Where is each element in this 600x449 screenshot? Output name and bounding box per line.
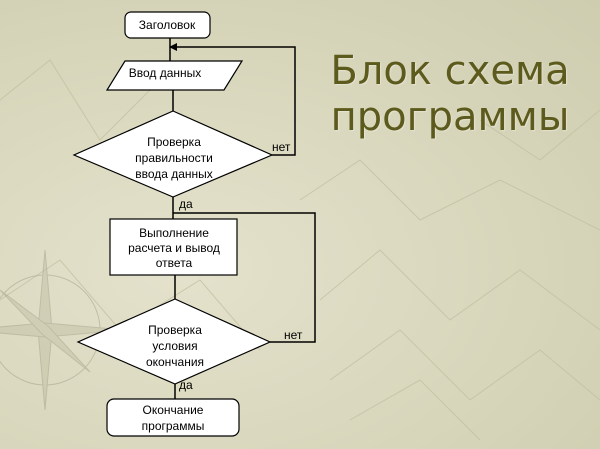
no-label-2: нет xyxy=(284,328,303,342)
connectors xyxy=(169,38,316,399)
decision1-line-2: правильности xyxy=(135,151,213,165)
decision-end-condition: Проверка условия окончания xyxy=(76,298,272,385)
decision1-line-1: Проверка xyxy=(147,135,201,149)
yes-label-2: да xyxy=(179,378,193,392)
process-line-1: Выполнение xyxy=(139,226,209,240)
end-line-1: Окончание xyxy=(143,403,204,417)
title-line-1: Блок схема xyxy=(330,48,570,94)
slide-title: Блок схема программы xyxy=(300,48,600,140)
end-block: Окончание программы xyxy=(106,398,240,437)
process-line-3: ответа xyxy=(156,256,193,270)
connector-loop-no-1 xyxy=(169,43,296,156)
decision2-line-2: условия xyxy=(152,339,197,353)
input-label: Ввод данных xyxy=(129,66,202,80)
yes-label-1: да xyxy=(179,197,193,211)
process-line-2: расчета и вывод xyxy=(128,241,220,255)
decision2-line-3: окончания xyxy=(146,355,204,369)
connector-loop-no-2 xyxy=(173,212,316,343)
start-label: Заголовок xyxy=(139,18,196,32)
input-block: Ввод данных xyxy=(105,60,244,91)
title-line-2: программы xyxy=(330,94,570,140)
decision2-line-1: Проверка xyxy=(148,323,202,337)
process-block: Выполнение расчета и вывод ответа xyxy=(109,218,238,276)
compass-rose-icon xyxy=(0,249,126,411)
decision-input-valid: Проверка правильности ввода данных xyxy=(72,110,274,198)
start-block: Заголовок xyxy=(124,11,211,39)
end-line-2: программы xyxy=(142,419,205,433)
no-label-1: нет xyxy=(272,140,291,154)
decision1-line-3: ввода данных xyxy=(135,167,213,181)
